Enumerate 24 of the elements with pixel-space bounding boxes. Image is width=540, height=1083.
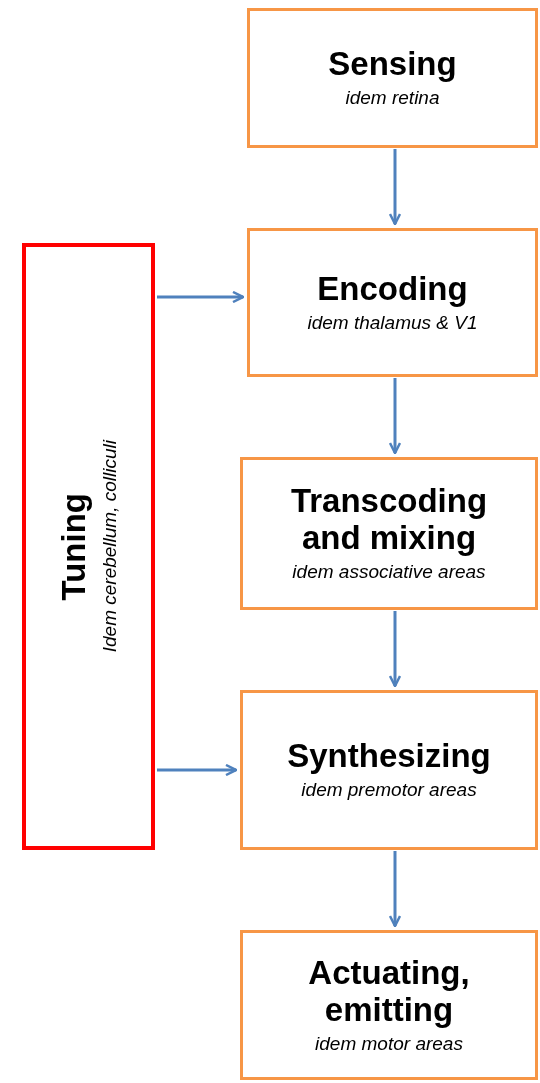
box-subtitle: idem premotor areas (301, 779, 477, 802)
box-title: Tuning (55, 492, 93, 601)
box-title: Synthesizing (287, 738, 491, 776)
arrow (388, 611, 402, 688)
arrow (388, 378, 402, 455)
arrow (388, 149, 402, 226)
box-title: Sensing (328, 46, 457, 84)
process-box (247, 228, 538, 377)
tuning-box (22, 243, 155, 850)
box-subtitle: idem retina (345, 87, 440, 110)
box-title: Actuating, emitting (307, 954, 471, 1029)
process-box (240, 457, 538, 610)
arrow (388, 851, 402, 928)
process-box (240, 930, 538, 1080)
process-box (240, 690, 538, 850)
process-box (247, 8, 538, 148)
box-subtitle: idem associative areas (292, 561, 486, 584)
box-title: Transcoding and mixing (289, 483, 489, 558)
box-subtitle: idem thalamus & V1 (307, 311, 478, 335)
arrow (157, 290, 245, 304)
box-subtitle: Idem cerebellum, colliculi (98, 440, 121, 653)
arrow (157, 763, 238, 777)
box-subtitle: idem motor areas (315, 1032, 463, 1056)
box-title: Encoding (317, 270, 468, 308)
